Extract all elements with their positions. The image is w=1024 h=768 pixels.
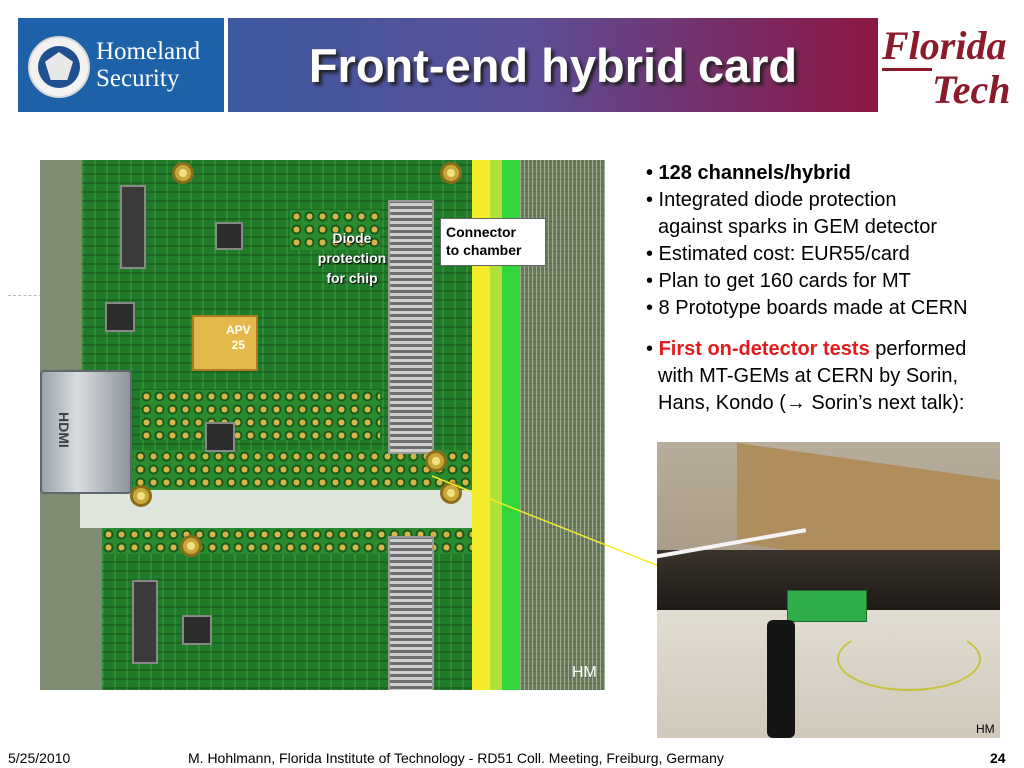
sma-connector-icon xyxy=(172,162,194,184)
florida-tech-logo: Florida Tech xyxy=(880,18,1011,112)
board-image-credit: HM xyxy=(572,664,597,681)
connector-label-line1: Connector xyxy=(446,224,516,240)
diode-protection-label: Diode protection for chip xyxy=(302,228,402,288)
diode-label-line2: protection xyxy=(317,250,387,266)
bullet-first-tests-line3: Hans, Kondo (→ Sorin’s next talk): xyxy=(658,392,965,414)
fit-logo-rule xyxy=(882,68,932,71)
fit-logo-line2: Tech xyxy=(932,67,1011,112)
diode-label-line1: Diode xyxy=(332,230,372,246)
sma-connector-icon xyxy=(425,450,447,472)
component-chip xyxy=(205,422,235,452)
connector-callout: Connector to chamber xyxy=(440,218,546,266)
component-chip xyxy=(182,615,212,645)
slide-title: Front-end hybrid card xyxy=(308,38,798,92)
dhs-seal-icon xyxy=(28,36,90,98)
pin-header xyxy=(132,580,158,664)
bullet-first-tests-rest: performed xyxy=(869,338,967,360)
title-bar: Front-end hybrid card xyxy=(228,18,878,112)
highlight-first-tests: First on-detector tests xyxy=(658,338,870,360)
panasonic-connector xyxy=(388,200,434,454)
diode-label-line3: for chip xyxy=(326,270,378,286)
sma-connector-icon xyxy=(180,535,202,557)
bullet-prototypes: • 8 Prototype boards made at CERN xyxy=(646,297,968,319)
via-holes-strip xyxy=(82,450,472,490)
via-holes-block xyxy=(140,390,380,440)
dhs-logo-line2: Security xyxy=(96,65,180,92)
bullet-cost: • Estimated cost: EUR55/card xyxy=(646,243,910,265)
panasonic-connector-lower xyxy=(388,536,434,690)
apv25-chip xyxy=(192,315,258,371)
fit-logo-line1: Florida xyxy=(882,23,1007,68)
sma-connector-icon xyxy=(440,162,462,184)
slide-header: Homeland Security Front-end hybrid card … xyxy=(0,0,1024,118)
component-chip xyxy=(215,222,243,250)
bullet-first-tests: • First on-detector tests performed xyxy=(646,336,1018,363)
bullet-list: • 128 channels/hybrid • Integrated diode… xyxy=(646,160,1018,417)
bullet-channels: • 128 channels/hybrid xyxy=(646,162,851,184)
apv-label: APV 25 xyxy=(226,323,251,353)
sma-connector-icon xyxy=(130,485,152,507)
via-holes-block xyxy=(290,210,380,250)
photo-ground-wire xyxy=(837,627,981,691)
pin-header xyxy=(120,185,146,269)
test-setup-photo xyxy=(657,442,1000,738)
photo-credit: HM xyxy=(976,722,995,736)
photo-hybrid-card xyxy=(787,590,867,622)
bullet-marker: • xyxy=(646,338,659,360)
page-number: 24 xyxy=(990,750,1006,766)
hdmi-label: HDMI xyxy=(56,412,72,448)
bullet-diode-protection-cont: against sparks in GEM detector xyxy=(658,216,938,238)
sma-connector-icon xyxy=(440,482,462,504)
dhs-logo-line1: Homeland xyxy=(96,38,201,65)
photo-hdmi-cable xyxy=(767,620,795,738)
footer-citation: M. Hohlmann, Florida Institute of Techno… xyxy=(188,750,724,766)
apv-label-line2: 25 xyxy=(231,338,246,352)
connector-label-line2: to chamber xyxy=(446,242,522,258)
bullet-first-tests-line2: with MT-GEMs at CERN by Sorin, xyxy=(658,365,959,387)
bullet-diode-protection: • Integrated diode protection xyxy=(646,189,897,211)
component-chip xyxy=(105,302,135,332)
apv-label-line1: APV xyxy=(226,323,251,337)
dhs-logo-text: Homeland Security xyxy=(96,38,200,92)
dhs-logo: Homeland Security xyxy=(18,18,224,112)
bullet-plan: • Plan to get 160 cards for MT xyxy=(646,270,911,292)
footer-date: 5/25/2010 xyxy=(8,750,71,766)
hdmi-connector: HDMI xyxy=(40,370,132,494)
